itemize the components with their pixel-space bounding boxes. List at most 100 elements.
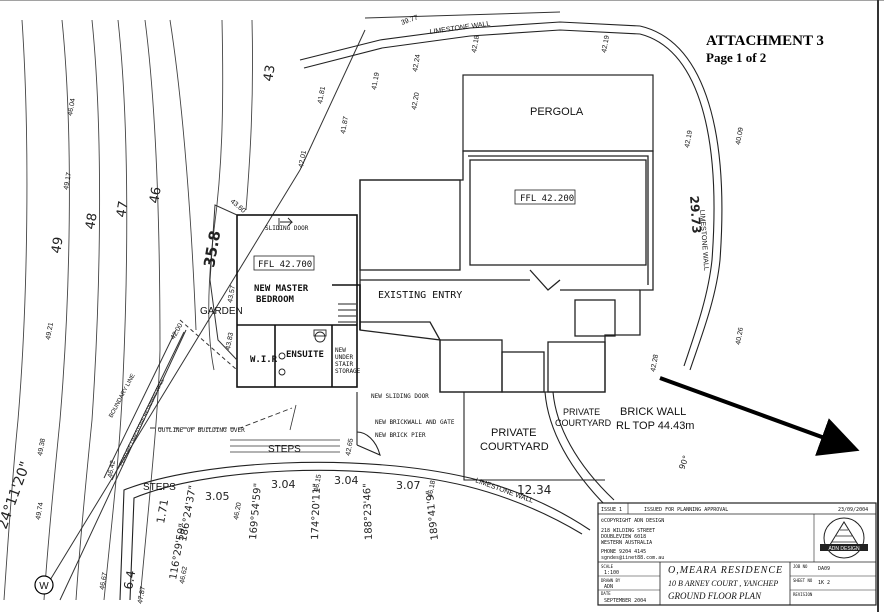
sliding-door-label: SLIDING DOOR [265,225,309,232]
job-label: JOB NO [793,564,808,569]
existing-house-outline [359,150,654,393]
contour-lines [3,19,253,601]
title-block [597,502,877,606]
dim-64: 6.4 [121,569,138,590]
ensuite-label: ENSUITE [286,350,324,360]
new-sliding-door-label: NEW SLIDING DOOR [371,393,429,400]
storage-label-2: UNDER [335,354,353,361]
direction-arrow [659,376,860,456]
contour-358: 35.8 [200,229,224,269]
dim-171: 1.71 [154,498,171,524]
level-4604: 46.04 [67,98,77,117]
level-4642: 46.42 [107,460,117,479]
dim-1234: 12.34 [517,483,551,497]
steps-upper-label: STEPS [268,444,301,455]
limestone-wall-right-label: LIMESTONE WALL [698,210,709,272]
level-4383: 43.83 [225,332,235,351]
courtyard-small-label-2: COURTYARD [555,418,612,428]
email-address: sgndes@iinet88.com.au [601,555,664,561]
issue-number: ISSUE 1 [601,507,622,513]
issue-date: 23/09/2004 [838,507,868,513]
contour-43: 43 [261,64,279,83]
ffl-main-box [514,189,576,205]
project-name: O,MEARA RESIDENCE [668,565,783,576]
level-4938: 49.38 [37,438,47,457]
steps [230,404,340,453]
limestone-wall-right [639,25,723,371]
level-4265: 42.65 [345,438,355,457]
level-4009: 40.09 [735,127,745,146]
courtyard-walls [356,391,615,509]
level-4201: 42.01 [298,150,308,169]
phone-number: PHONE 9204 4145 [601,549,646,555]
pergola-label: PERGOLA [530,106,584,118]
date-label: DATE [601,591,611,596]
drawn-value: ADN [604,584,613,590]
level-4667: 46.67 [99,572,109,591]
level-4220: 42.20 [411,92,421,111]
wir-label: W.I.R [250,355,278,365]
master-bedroom-label-1: NEW MASTER [254,284,309,294]
level-4615: 46.15 [313,474,323,493]
master-bedroom-label-2: BEDROOM [256,295,295,305]
adn-logo-text: ADN DESIGN [828,546,860,552]
level-4224: 42.24 [412,54,422,73]
level-4218: 42.18 [471,35,481,54]
level-4357: 43.57 [227,285,237,304]
address-line-1: 218 WILDING STREET [601,528,655,534]
revision-label: REVISION [793,592,813,597]
storage-label-3: STAIR [335,361,353,368]
level-4787: 47.87 [137,586,147,605]
new-extension-outline [236,214,361,388]
dim-304a: 3.04 [271,478,296,491]
address-line-2: DOUBLEVIEW 6018 [601,534,646,540]
contour-46: 46 [147,186,165,205]
ffl-master-label: FFL 42.700 [258,260,312,270]
bearing-4: 174°20'11" [310,483,323,540]
level-4219a: 42.19 [601,35,611,54]
storage-label-1: NEW [335,347,346,354]
contour-48: 48 [83,212,101,231]
level-4219b: 42.19 [684,130,694,149]
courtyard-small-label-1: PRIVATE [563,407,600,417]
feature-retaining-wall [103,329,185,481]
adn-logo: ADN DESIGN [820,517,868,559]
drawn-label: DRAWN BY [601,578,621,583]
level-4181: 41.81 [317,86,327,105]
compass-label: W [39,581,49,592]
existing-entry-label: EXISTING ENTRY [378,290,462,301]
compass-circle [34,575,54,595]
bearing-6: 189°41'9" [425,489,441,540]
dim-90deg: 90° [677,454,690,470]
brick-wall-label-1: BRICK WALL [620,406,686,418]
scale-value: 1:100 [604,570,619,576]
level-4917: 49.17 [63,172,73,191]
level-4187: 41.87 [340,116,350,135]
steps-lower-label: STEPS [143,482,176,493]
limestone-wall-top-label: LIMESTONE WALL [429,21,491,36]
dim-305: 3.05 [205,490,230,503]
level-3977: 39.77 [400,14,419,27]
limestone-wall-bottom [119,461,591,601]
drawing-title: GROUND FLOOR PLAN [668,591,762,601]
boundary-lines [43,11,561,601]
copyright-text: ©COPYRIGHT ADN DESIGN [601,518,664,524]
level-4620: 46.20 [233,502,243,521]
level-4662: 46.62 [179,566,189,585]
dim-304b: 3.04 [334,474,359,487]
attachment-title: ATTACHMENT 3 [706,33,824,49]
bearing-5: 188°23'46" [362,483,375,540]
address-line-3: WESTERN AUSTRALIA [601,540,652,546]
garden-wall [179,204,238,371]
outline-building-over [150,407,293,429]
job-value: DA09 [818,566,830,572]
garden-label: GARDEN [200,306,243,317]
ffl-master-box [253,255,315,271]
brick-wall-label-2: RL TOP 44.43m [616,420,694,432]
contour-47: 47 [114,200,132,219]
courtyard-large-label-1: PRIVATE [491,427,536,439]
brickwall-gate-label: NEW BRICKWALL AND GATE [375,419,455,426]
level-4026: 40.26 [735,327,745,346]
dim-307: 3.07 [396,479,421,492]
brick-pier-label: NEW BRICK PIER [375,432,426,439]
